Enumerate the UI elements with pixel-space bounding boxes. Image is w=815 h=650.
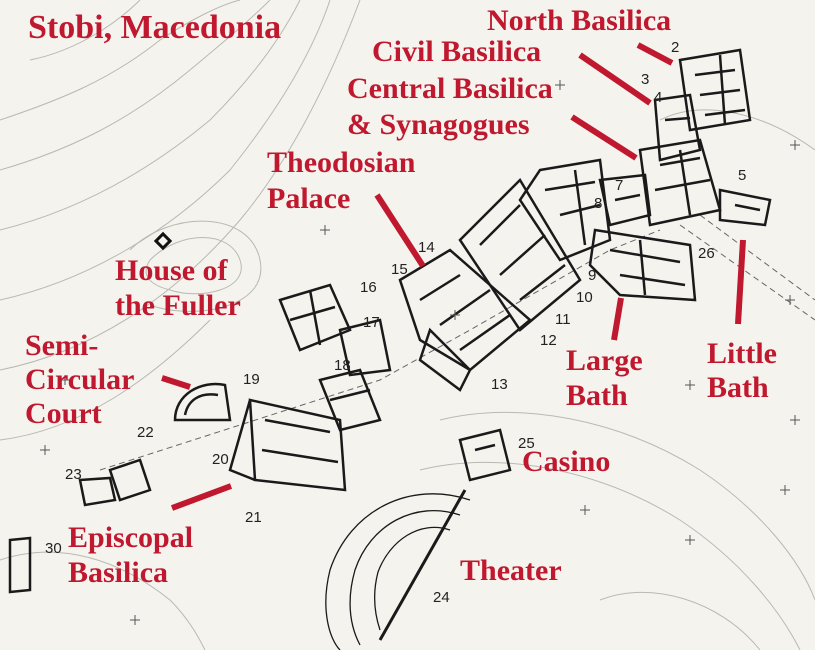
label-civil-basilica: Civil Basilica — [372, 35, 542, 68]
site-number: 25 — [518, 435, 535, 452]
boundary-marker — [153, 231, 173, 251]
site-number: 2 — [671, 39, 680, 56]
site-number: 24 — [433, 589, 450, 606]
theodosian-palace-plan — [398, 248, 532, 372]
episcopal-basilica-plan — [228, 398, 347, 492]
site-number: 10 — [576, 289, 593, 306]
site-number: 8 — [594, 195, 603, 212]
site-number: 19 — [243, 371, 260, 388]
label-semi-circular-line2: Circular — [25, 363, 135, 396]
roads — [99, 214, 815, 471]
theater-plan — [325, 489, 471, 650]
label-theodosian-line2: Palace — [267, 182, 351, 215]
site-number: 26 — [698, 245, 715, 262]
site-number: 23 — [65, 466, 82, 483]
label-house-fuller-line2: the Fuller — [115, 289, 241, 322]
site-number: 11 — [555, 311, 571, 328]
semi-circular-court-plan — [173, 382, 232, 422]
north-basilica-plan — [678, 48, 752, 132]
site-number: 3 — [641, 71, 650, 88]
building-plans — [8, 48, 772, 594]
site-number: 7 — [615, 177, 624, 194]
site-number: 4 — [654, 89, 663, 106]
site-number: 14 — [418, 239, 435, 256]
label-theater: Theater — [460, 554, 562, 587]
label-little-bath-line1: Little — [707, 337, 777, 370]
label-casino: Casino — [522, 445, 611, 478]
site-number: 15 — [391, 261, 408, 278]
pointer-lines — [161, 42, 746, 511]
site-number: 17 — [363, 314, 380, 331]
site-number: 5 — [738, 167, 747, 184]
site-number: 16 — [360, 279, 377, 296]
label-episcopal-line1: Episcopal — [68, 521, 194, 554]
central-basilica-plan — [638, 138, 722, 227]
site-number: 30 — [45, 540, 62, 557]
casino-plan — [458, 428, 512, 482]
label-episcopal-line2: Basilica — [68, 556, 169, 589]
label-house-fuller-line1: House of — [115, 254, 228, 287]
label-semi-circular-line1: Semi- — [25, 329, 99, 362]
label-theodosian-line1: Theodosian — [267, 146, 416, 179]
site-number: 18 — [334, 357, 351, 374]
site-number: 13 — [491, 376, 508, 393]
label-north-basilica: North Basilica — [487, 4, 672, 37]
label-large-bath-line1: Large — [566, 344, 643, 377]
large-bath-plan — [588, 228, 697, 302]
site-number: 9 — [588, 267, 597, 284]
label-central-basilica-line2: & Synagogues — [347, 108, 530, 141]
survey-grid-marks — [40, 80, 800, 625]
site-number: 21 — [245, 509, 262, 526]
site-number: 22 — [137, 424, 154, 441]
label-semi-circular-line3: Court — [25, 397, 102, 430]
label-large-bath-line2: Bath — [566, 379, 628, 412]
little-bath-plan — [718, 188, 772, 227]
label-central-basilica-line1: Central Basilica — [347, 72, 553, 105]
house-fuller-plan — [278, 283, 352, 352]
map-title: Stobi, Macedonia — [28, 9, 282, 46]
site-number: 12 — [540, 332, 557, 349]
label-little-bath-line2: Bath — [707, 371, 769, 404]
site-number: 20 — [212, 451, 229, 468]
